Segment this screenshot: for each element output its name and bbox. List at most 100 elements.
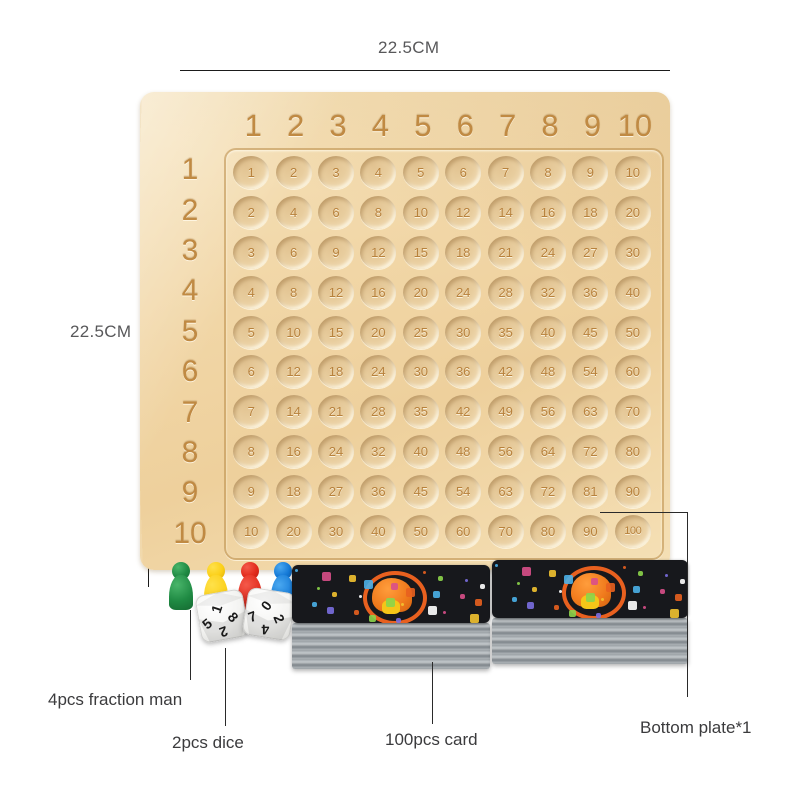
grid-hole[interactable]: 27 <box>317 474 354 508</box>
grid-hole[interactable]: 21 <box>487 235 524 269</box>
grid-cell[interactable]: 48 <box>442 432 484 472</box>
grid-hole[interactable]: 21 <box>317 395 354 429</box>
dice[interactable]: 1 8 5 2 <box>194 588 250 644</box>
grid-hole[interactable]: 54 <box>572 355 609 389</box>
grid-hole[interactable]: 24 <box>360 355 397 389</box>
grid-hole[interactable]: 45 <box>402 474 439 508</box>
grid-hole[interactable]: 4 <box>275 196 312 230</box>
grid-hole[interactable]: 24 <box>317 434 354 468</box>
grid-cell[interactable]: 8 <box>357 193 399 233</box>
grid-hole[interactable]: 80 <box>614 434 651 468</box>
grid-cell[interactable]: 4 <box>272 193 314 233</box>
grid-hole[interactable]: 4 <box>360 156 397 190</box>
grid-cell[interactable]: 15 <box>315 312 357 352</box>
grid-cell[interactable]: 42 <box>484 352 526 392</box>
grid-cell[interactable]: 12 <box>272 352 314 392</box>
grid-hole[interactable]: 7 <box>487 156 524 190</box>
grid-hole[interactable]: 35 <box>402 395 439 429</box>
grid-cell[interactable]: 81 <box>569 471 611 511</box>
grid-hole[interactable]: 72 <box>572 434 609 468</box>
grid-cell[interactable]: 56 <box>484 432 526 472</box>
grid-cell[interactable]: 3 <box>230 233 272 273</box>
grid-cell[interactable]: 20 <box>272 511 314 551</box>
grid-hole[interactable]: 6 <box>317 196 354 230</box>
grid-hole[interactable]: 48 <box>529 355 566 389</box>
card-stack[interactable] <box>492 560 688 664</box>
grid-hole[interactable]: 90 <box>572 514 609 548</box>
grid-hole[interactable]: 5 <box>233 315 270 349</box>
grid-cell[interactable]: 20 <box>612 193 654 233</box>
grid-hole[interactable]: 28 <box>360 395 397 429</box>
grid-hole[interactable]: 2 <box>275 156 312 190</box>
grid-hole[interactable]: 4 <box>233 275 270 309</box>
grid-cell[interactable]: 8 <box>230 432 272 472</box>
grid-cell[interactable]: 24 <box>315 432 357 472</box>
grid-cell[interactable]: 14 <box>484 193 526 233</box>
grid-hole[interactable]: 50 <box>402 514 439 548</box>
grid-cell[interactable]: 1 <box>230 153 272 193</box>
grid-cell[interactable]: 36 <box>442 352 484 392</box>
grid-hole[interactable]: 40 <box>529 315 566 349</box>
grid-cell[interactable]: 10 <box>400 193 442 233</box>
grid-cell[interactable]: 18 <box>315 352 357 392</box>
grid-hole[interactable]: 20 <box>275 514 312 548</box>
grid-hole[interactable]: 36 <box>445 355 482 389</box>
grid-cell[interactable]: 30 <box>315 511 357 551</box>
dice[interactable]: 0 2 7 4 <box>241 586 297 642</box>
grid-hole[interactable]: 16 <box>275 434 312 468</box>
grid-hole[interactable]: 30 <box>445 315 482 349</box>
grid-cell[interactable]: 32 <box>357 432 399 472</box>
card-face[interactable] <box>292 565 490 623</box>
grid-hole[interactable]: 49 <box>487 395 524 429</box>
grid-cell[interactable]: 90 <box>569 511 611 551</box>
grid-cell[interactable]: 60 <box>612 352 654 392</box>
grid-hole[interactable]: 20 <box>614 196 651 230</box>
grid-hole[interactable]: 12 <box>275 355 312 389</box>
grid-hole[interactable]: 81 <box>572 474 609 508</box>
grid-hole[interactable]: 72 <box>529 474 566 508</box>
grid-hole[interactable]: 8 <box>360 196 397 230</box>
grid-hole[interactable]: 1 <box>233 156 270 190</box>
grid-hole[interactable]: 80 <box>529 514 566 548</box>
grid-hole[interactable]: 56 <box>487 434 524 468</box>
grid-hole[interactable]: 3 <box>233 235 270 269</box>
grid-hole[interactable]: 50 <box>614 315 651 349</box>
grid-cell[interactable]: 18 <box>569 193 611 233</box>
grid-hole[interactable]: 36 <box>572 275 609 309</box>
grid-hole[interactable]: 45 <box>572 315 609 349</box>
grid-cell[interactable]: 18 <box>272 471 314 511</box>
grid-cell[interactable]: 21 <box>484 233 526 273</box>
grid-cell[interactable]: 72 <box>569 432 611 472</box>
grid-hole[interactable]: 24 <box>445 275 482 309</box>
grid-hole[interactable]: 10 <box>233 514 270 548</box>
grid-hole[interactable]: 30 <box>614 235 651 269</box>
grid-cell[interactable]: 63 <box>569 392 611 432</box>
grid-cell[interactable]: 9 <box>315 233 357 273</box>
grid-hole[interactable]: 32 <box>529 275 566 309</box>
card-face[interactable] <box>492 560 688 618</box>
grid-cell[interactable]: 5 <box>400 153 442 193</box>
grid-cell[interactable]: 5 <box>230 312 272 352</box>
grid-cell[interactable]: 12 <box>315 272 357 312</box>
grid-hole[interactable]: 14 <box>487 196 524 230</box>
grid-cell[interactable]: 32 <box>527 272 569 312</box>
grid-hole[interactable]: 3 <box>317 156 354 190</box>
grid-cell[interactable]: 64 <box>527 432 569 472</box>
grid-cell[interactable]: 40 <box>357 511 399 551</box>
grid-hole[interactable]: 100 <box>614 514 651 548</box>
grid-cell[interactable]: 9 <box>230 471 272 511</box>
fraction-man-pawn[interactable] <box>168 562 194 610</box>
grid-cell[interactable]: 63 <box>484 471 526 511</box>
grid-cell[interactable]: 16 <box>272 432 314 472</box>
grid-cell[interactable]: 6 <box>315 193 357 233</box>
grid-cell[interactable]: 12 <box>357 233 399 273</box>
grid-hole[interactable]: 28 <box>487 275 524 309</box>
grid-cell[interactable]: 4 <box>357 153 399 193</box>
card-stack[interactable] <box>292 565 490 669</box>
grid-cell[interactable]: 2 <box>230 193 272 233</box>
grid-hole[interactable]: 8 <box>233 434 270 468</box>
grid-cell[interactable]: 36 <box>569 272 611 312</box>
grid-hole[interactable]: 7 <box>233 395 270 429</box>
grid-cell[interactable]: 25 <box>400 312 442 352</box>
